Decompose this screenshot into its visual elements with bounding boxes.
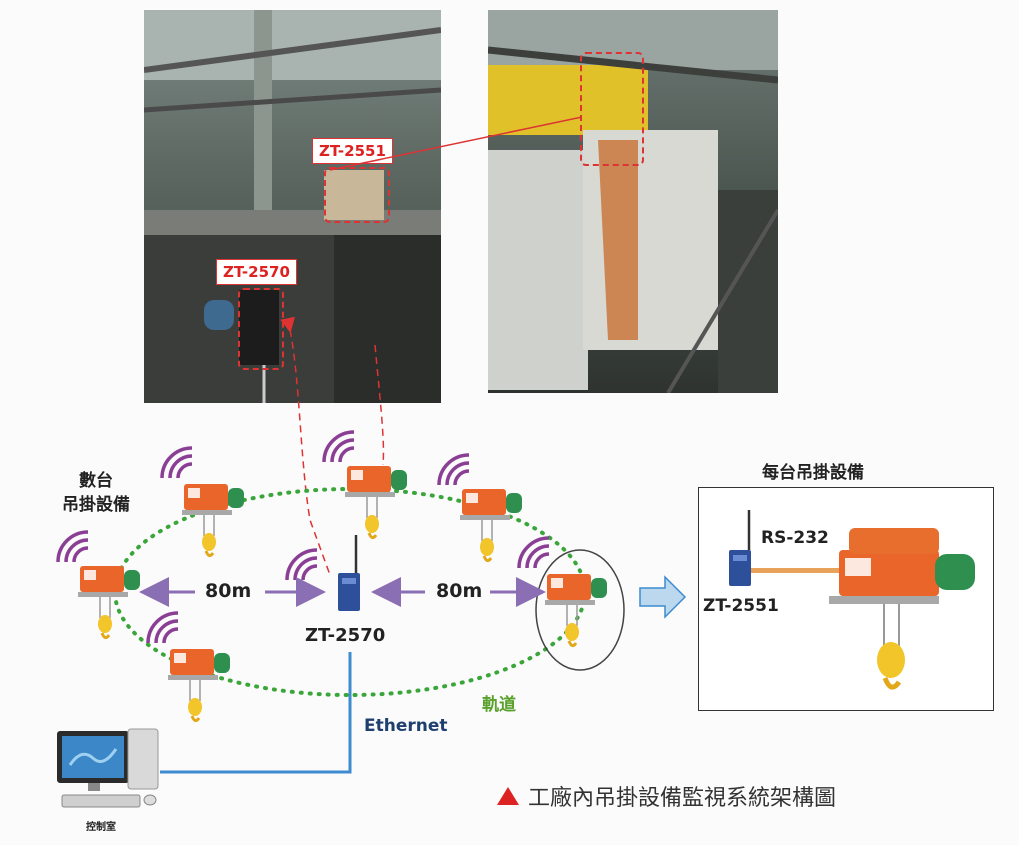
control-room-label: 控制室: [86, 822, 116, 833]
diagram-caption: 工廠內吊掛設備監視系統架構圖: [528, 786, 837, 811]
distance-right-label: 80m: [436, 580, 483, 602]
multi-hoist-label: 數台 吊掛設備: [62, 469, 130, 517]
detail-illustration: [729, 510, 975, 690]
hoist-6: [146, 611, 232, 723]
distance-left-label: 80m: [205, 580, 252, 602]
caption-triangle-icon: [497, 787, 519, 805]
photo-right-illustration: [488, 10, 778, 393]
hoist-2: [322, 430, 409, 540]
multi-hoist-label-line2: 吊掛設備: [62, 495, 130, 515]
computer-icon: [57, 728, 159, 808]
multi-hoist-label-line1: 數台: [79, 471, 113, 491]
link-photo-zoom: [329, 116, 583, 171]
detail-device-label: ZT-2551: [703, 596, 779, 616]
gateway-device: [338, 535, 360, 611]
arrow-to-detail: [639, 575, 687, 619]
track-label: 軌道: [482, 695, 516, 715]
hoist-1: [160, 446, 246, 558]
highlight-circle: [535, 549, 625, 671]
ethernet-label: Ethernet: [364, 716, 448, 736]
ethernet-line: [160, 652, 352, 774]
gateway-wifi-icon: [285, 548, 319, 582]
rs232-cable: [751, 568, 841, 573]
photo-control-cabinet: ZT-2551 ZT-2570: [144, 10, 441, 403]
hoist-4: [56, 530, 142, 640]
photo-label-zt2570: ZT-2570: [216, 259, 297, 285]
gateway-label: ZT-2570: [305, 625, 386, 646]
hoist-3: [437, 453, 524, 563]
highlight-box-zt2551: [324, 167, 390, 223]
detail-hoist: [829, 528, 975, 690]
detail-panel: RS-232 ZT-2551: [698, 487, 994, 711]
highlight-box-hoist-device: [580, 52, 644, 166]
rs232-label: RS-232: [761, 528, 829, 548]
photo-crane-hoist: [488, 10, 778, 393]
link-gateway-photo: [280, 316, 331, 576]
detail-title: 每台吊掛設備: [762, 463, 864, 483]
link-hoist-photo: [374, 344, 385, 466]
